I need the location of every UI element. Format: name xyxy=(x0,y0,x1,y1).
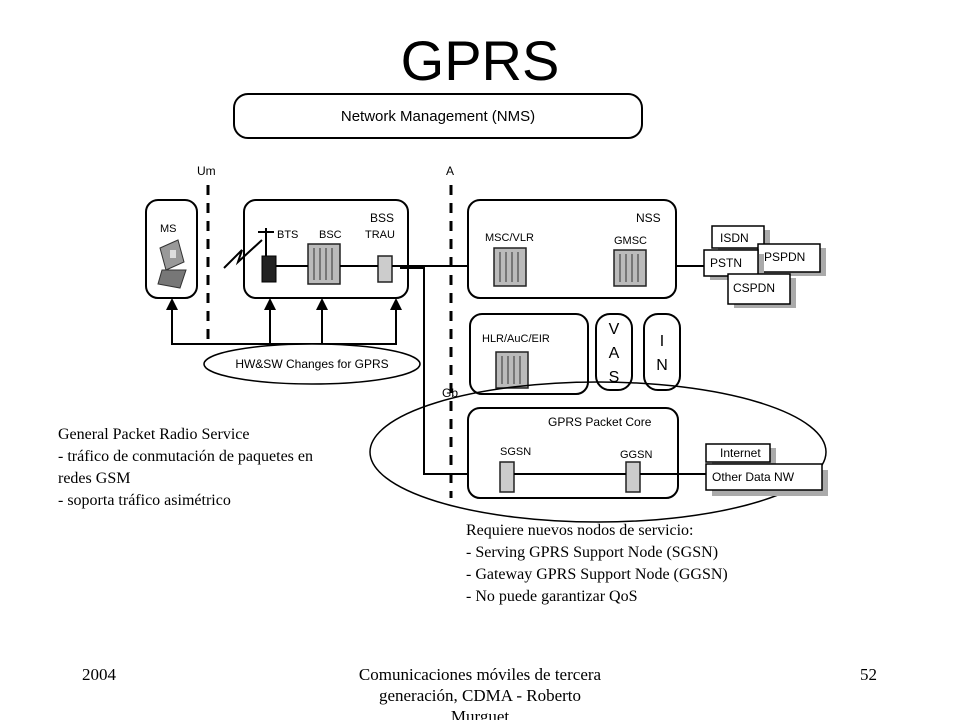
hlr-equipment-icon xyxy=(495,351,529,389)
nms-box xyxy=(233,93,643,139)
sgsn-label: SGSN xyxy=(500,446,531,458)
gprs-core-label: GPRS Packet Core xyxy=(548,415,652,429)
footer-page-number: 52 xyxy=(860,665,877,684)
bts-label: BTS xyxy=(277,229,298,241)
slide-title: GPRS xyxy=(400,29,560,92)
vas-letter-a: A xyxy=(609,345,620,362)
new-nodes-line: - Serving GPRS Support Node (SGSN) xyxy=(466,544,719,561)
gprs-description: General Packet Radio Service - tráfico d… xyxy=(58,424,313,512)
footer-year: 2004 xyxy=(82,665,116,684)
trau-equipment-icon xyxy=(377,255,393,283)
ggsn-equipment-icon xyxy=(625,461,641,493)
footer-course: Comunicaciones móviles de tercera genera… xyxy=(300,664,660,720)
arrow-ms xyxy=(166,298,178,310)
vas-letter-v: V xyxy=(609,321,620,338)
new-nodes-line: Requiere nuevos nodos de servicio: xyxy=(466,522,694,539)
internet-network-box: Internet xyxy=(705,443,776,466)
svg-text:ISDN: ISDN xyxy=(720,231,749,245)
other-data-network-box: Other Data NW xyxy=(705,463,828,496)
bsc-label: BSC xyxy=(319,229,342,241)
gmsc-equipment-icon xyxy=(613,249,647,287)
gb-link xyxy=(400,267,496,475)
bsc-equipment-icon xyxy=(307,243,341,285)
footer-course-line: generación, CDMA - Roberto xyxy=(378,686,582,705)
vas-letter-s: S xyxy=(609,369,620,386)
pspdn-network-box: PSPDN xyxy=(757,243,826,276)
a-label: A xyxy=(446,164,454,178)
new-nodes-line: - No puede garantizar QoS xyxy=(466,588,638,605)
nms-label: Network Management (NMS) xyxy=(341,108,535,125)
gprs-description-line: redes GSM xyxy=(58,470,131,487)
bss-label: BSS xyxy=(370,211,394,225)
changes-ellipse xyxy=(203,343,421,385)
ggsn-label: GGSN xyxy=(620,449,652,461)
svg-text:CSPDN: CSPDN xyxy=(733,281,775,295)
footer-course-line: Murguet xyxy=(450,707,510,720)
trau-label: TRAU xyxy=(365,229,395,241)
changes-label: HW&SW Changes for GPRS xyxy=(235,357,388,371)
msc-label: MSC/VLR xyxy=(485,232,534,244)
hlr-label: HLR/AuC/EIR xyxy=(482,333,550,345)
msc-equipment-icon xyxy=(493,247,527,287)
in-letter-n: N xyxy=(656,357,668,374)
isdn-network-box: ISDN xyxy=(711,225,770,252)
bts-antenna-icon xyxy=(258,228,277,283)
svg-text:PSPDN: PSPDN xyxy=(764,250,805,264)
gprs-description-line: - tráfico de conmutación de paquetes en xyxy=(58,448,313,465)
svg-text:PSTN: PSTN xyxy=(710,256,742,270)
gprs-core-ellipse xyxy=(369,381,827,523)
ms-label: MS xyxy=(160,223,177,235)
radio-link-icon xyxy=(223,239,263,269)
changes-line xyxy=(171,308,397,345)
nss-label: NSS xyxy=(636,211,661,225)
gprs-description-line: General Packet Radio Service xyxy=(58,426,250,443)
new-nodes-line: - Gateway GPRS Support Node (GGSN) xyxy=(466,566,728,583)
cspdn-network-box: CSPDN xyxy=(727,273,796,308)
new-nodes-description: Requiere nuevos nodos de servicio: - Ser… xyxy=(466,520,728,608)
vas-box xyxy=(595,313,633,391)
arrow-trau xyxy=(390,298,402,310)
svg-text:Other Data NW: Other Data NW xyxy=(712,470,795,484)
in-letter-i: I xyxy=(660,333,664,350)
um-label: Um xyxy=(197,164,216,178)
mobile-phone-icon xyxy=(157,239,187,289)
footer-course-line: Comunicaciones móviles de tercera xyxy=(358,665,602,684)
arrow-bsc xyxy=(316,298,328,310)
svg-text:Internet: Internet xyxy=(720,446,761,460)
arrow-bts xyxy=(264,298,276,310)
gb-label: Gb xyxy=(442,386,458,400)
gmsc-label: GMSC xyxy=(614,235,647,247)
sgsn-equipment-icon xyxy=(499,461,515,493)
gprs-description-line: - soporta tráfico asimétrico xyxy=(58,492,231,509)
in-box xyxy=(643,313,681,391)
